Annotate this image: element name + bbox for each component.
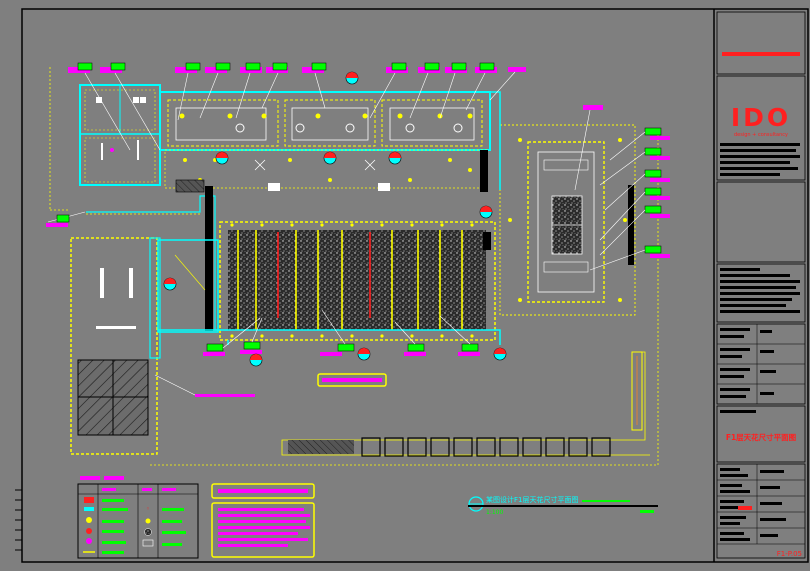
plan-caption-title: 某图设计F1层天花尺寸平面图 [486,495,578,504]
company-logo: IDO [731,103,791,132]
room-upper-suite [159,91,491,151]
plan-caption: 某图设计F1层天花尺寸平面图 1:100 [468,495,658,516]
right-annotation-tags [644,127,670,258]
main-hall-ceiling-texture [228,230,486,330]
sheet-border [21,8,809,563]
legend-table: ◦ [77,476,199,559]
title-block: IDO design + consultancy [716,11,806,559]
sheet-number: F1-P.05 [777,550,802,558]
drawing-title: F1层天花尺寸平面图 [726,432,797,442]
border-ticks [15,489,22,551]
building-boundary [49,67,659,466]
bottom-annotation-tags [46,214,480,356]
section-markers [163,71,507,367]
top-annotation-tags [68,62,603,110]
ceiling-light-strips [237,230,463,330]
room-lounge [70,237,158,455]
main-hall [219,221,496,341]
lower-corridor [281,351,650,456]
notes-boxes [211,483,315,558]
floor-plan [46,62,670,466]
note-box-center [317,373,387,387]
red-light-strips [277,232,371,318]
window-bays [361,437,611,457]
svg-text:◦: ◦ [146,505,150,513]
company-tagline: design + consultancy [734,132,788,138]
plan-caption-scale: 1:100 [486,509,503,516]
